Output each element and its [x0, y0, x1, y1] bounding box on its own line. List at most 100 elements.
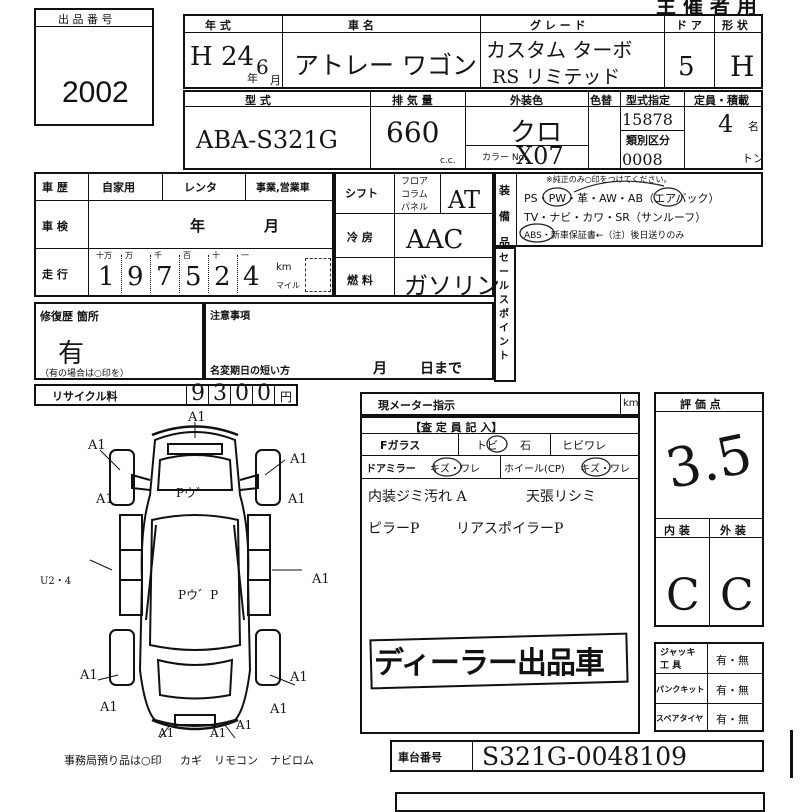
fuel-value: ガソリン	[404, 272, 500, 300]
rating-label: 評 価 点	[680, 398, 721, 411]
equipment-box	[494, 172, 763, 247]
color-label: 外装色	[510, 94, 543, 107]
floor-label: フロア	[401, 177, 429, 187]
mile-unit: マイル	[276, 281, 300, 290]
class-label: 類別区分	[626, 134, 670, 147]
exterior-label: 外 装	[720, 524, 746, 537]
spec-box	[183, 90, 763, 170]
history-label: 車 歴	[42, 181, 68, 194]
doors-value: 5	[678, 52, 695, 82]
spare-option: 有・無	[716, 713, 749, 726]
puncture-option: 有・無	[716, 684, 749, 697]
car-diagram	[89, 422, 302, 739]
paint-label: 色替	[590, 94, 612, 107]
lot-number-label: 出 品 番 号	[58, 13, 113, 26]
mileage-digit-header: 十	[212, 251, 220, 260]
bottom-box	[395, 792, 765, 812]
grade-label: グ レ ー ド	[530, 19, 586, 32]
recycle-unit: 円	[280, 390, 293, 404]
recycle-box	[34, 384, 298, 406]
shape-value: H	[730, 50, 755, 83]
recycle-digit: 0	[235, 381, 249, 406]
rename-month: 月	[373, 361, 387, 377]
jack-label-2: 工 具	[660, 661, 682, 671]
diagram-mark-3: A1	[290, 452, 308, 467]
meter-box	[360, 392, 640, 416]
rental-label: レンタ	[184, 181, 217, 194]
diagram-footer: 事務局預り品は○印	[64, 754, 162, 767]
color-code-value: X07	[516, 142, 564, 170]
inspection-month-unit: 月	[264, 217, 280, 235]
chassis-label: 車台番号	[398, 751, 442, 764]
mileage-digit: 4	[243, 262, 260, 292]
shift-value: AT	[448, 186, 481, 214]
jack-label-1: ジャッキ	[660, 648, 696, 658]
interior-label: 内 装	[664, 524, 690, 537]
recycle-digit: 0	[257, 381, 271, 406]
cc-unit: c.c.	[440, 156, 456, 166]
chassis-box	[390, 740, 764, 772]
mileage-digit: 5	[185, 262, 202, 292]
mirror-condition: キズ・ワレ	[430, 464, 480, 475]
meter-unit: km	[623, 398, 639, 409]
ac-label: 冷 房	[347, 231, 373, 244]
crack-label: ヒビワレ	[562, 439, 606, 452]
mileage-digit-header: 十万	[96, 251, 112, 260]
repair-label: 修復歴 箇所	[40, 310, 99, 323]
private-label: 自家用	[102, 181, 135, 194]
dent-front: Pウ゛	[176, 486, 209, 500]
model-value: ABA-S321G	[196, 126, 338, 154]
mileage-label: 走 行	[42, 268, 68, 281]
fuel-label: 燃 料	[347, 274, 373, 287]
column-label: コラム	[401, 190, 428, 200]
inspector-box	[360, 416, 640, 734]
diagram-mark-14: A1	[236, 718, 253, 732]
repair-value: 有	[58, 339, 85, 369]
year-value: H 24	[190, 42, 255, 72]
color-code-label: カラー No.	[482, 153, 527, 163]
stone-label: 石	[520, 439, 531, 452]
type-designation-value: 15878	[622, 110, 673, 129]
inspection-year-unit: 年	[190, 217, 206, 235]
diagram-mark-6: U2・4	[40, 576, 72, 587]
diagram-mark-5: A1	[288, 492, 306, 507]
name-label: 車 名	[348, 19, 374, 32]
type-designation-label: 型式指定	[626, 94, 670, 107]
note-1a: 内装ジミ汚れ A	[368, 489, 467, 505]
dent-roof: Pウ゛P	[178, 588, 219, 602]
dealer-stamp: ディーラー出品車	[374, 646, 605, 681]
repair-note: （有の場合は○印を）	[40, 369, 129, 379]
diagram-mark-11: A1	[270, 702, 288, 717]
displacement-value: 660	[386, 116, 440, 149]
grade-value-2: RS リミテッド	[492, 66, 621, 88]
inspector-title: 【査 定 員 記 入】	[410, 421, 503, 434]
mileage-digit-header: 千	[154, 251, 162, 260]
accessories-box	[654, 642, 764, 732]
shift-label: シフト	[345, 187, 378, 200]
mile-checkbox[interactable]	[305, 258, 331, 292]
lot-number-box	[34, 8, 154, 126]
exterior-value: C	[720, 570, 754, 621]
chassis-value: S321G-0048109	[482, 742, 688, 771]
repair-box	[34, 302, 204, 380]
sales-point-label: セールスポイント	[499, 253, 509, 362]
mileage-digit: 2	[214, 262, 231, 292]
notes-label: 注意事項	[210, 311, 250, 322]
meter-label: 現メーター指示	[378, 399, 455, 412]
puncture-label: パンクキット	[656, 685, 705, 694]
displacement-label: 排 気 量	[392, 94, 433, 107]
diagram-mark-2: A1	[88, 438, 106, 453]
load-unit: トン	[742, 152, 764, 165]
equipment-note: ※純正のみ○印をつけてください。	[546, 175, 672, 184]
diagram-mark-13: A1	[210, 726, 227, 740]
recycle-digit: 3	[213, 381, 227, 406]
spare-label: スペアタイヤ	[656, 714, 704, 723]
class-value: 0008	[622, 150, 663, 169]
top-right-label: 主 催 者 用	[656, 0, 757, 18]
diagram-mark-10: A1	[100, 700, 118, 715]
capacity-unit: 名	[748, 120, 759, 133]
equipment-circles	[519, 180, 683, 243]
equipment-line-1: PS・PW・革・AW・AB（エアバック）	[524, 192, 720, 205]
history-box	[34, 172, 334, 297]
note-1b: 天張リシミ	[526, 489, 596, 505]
